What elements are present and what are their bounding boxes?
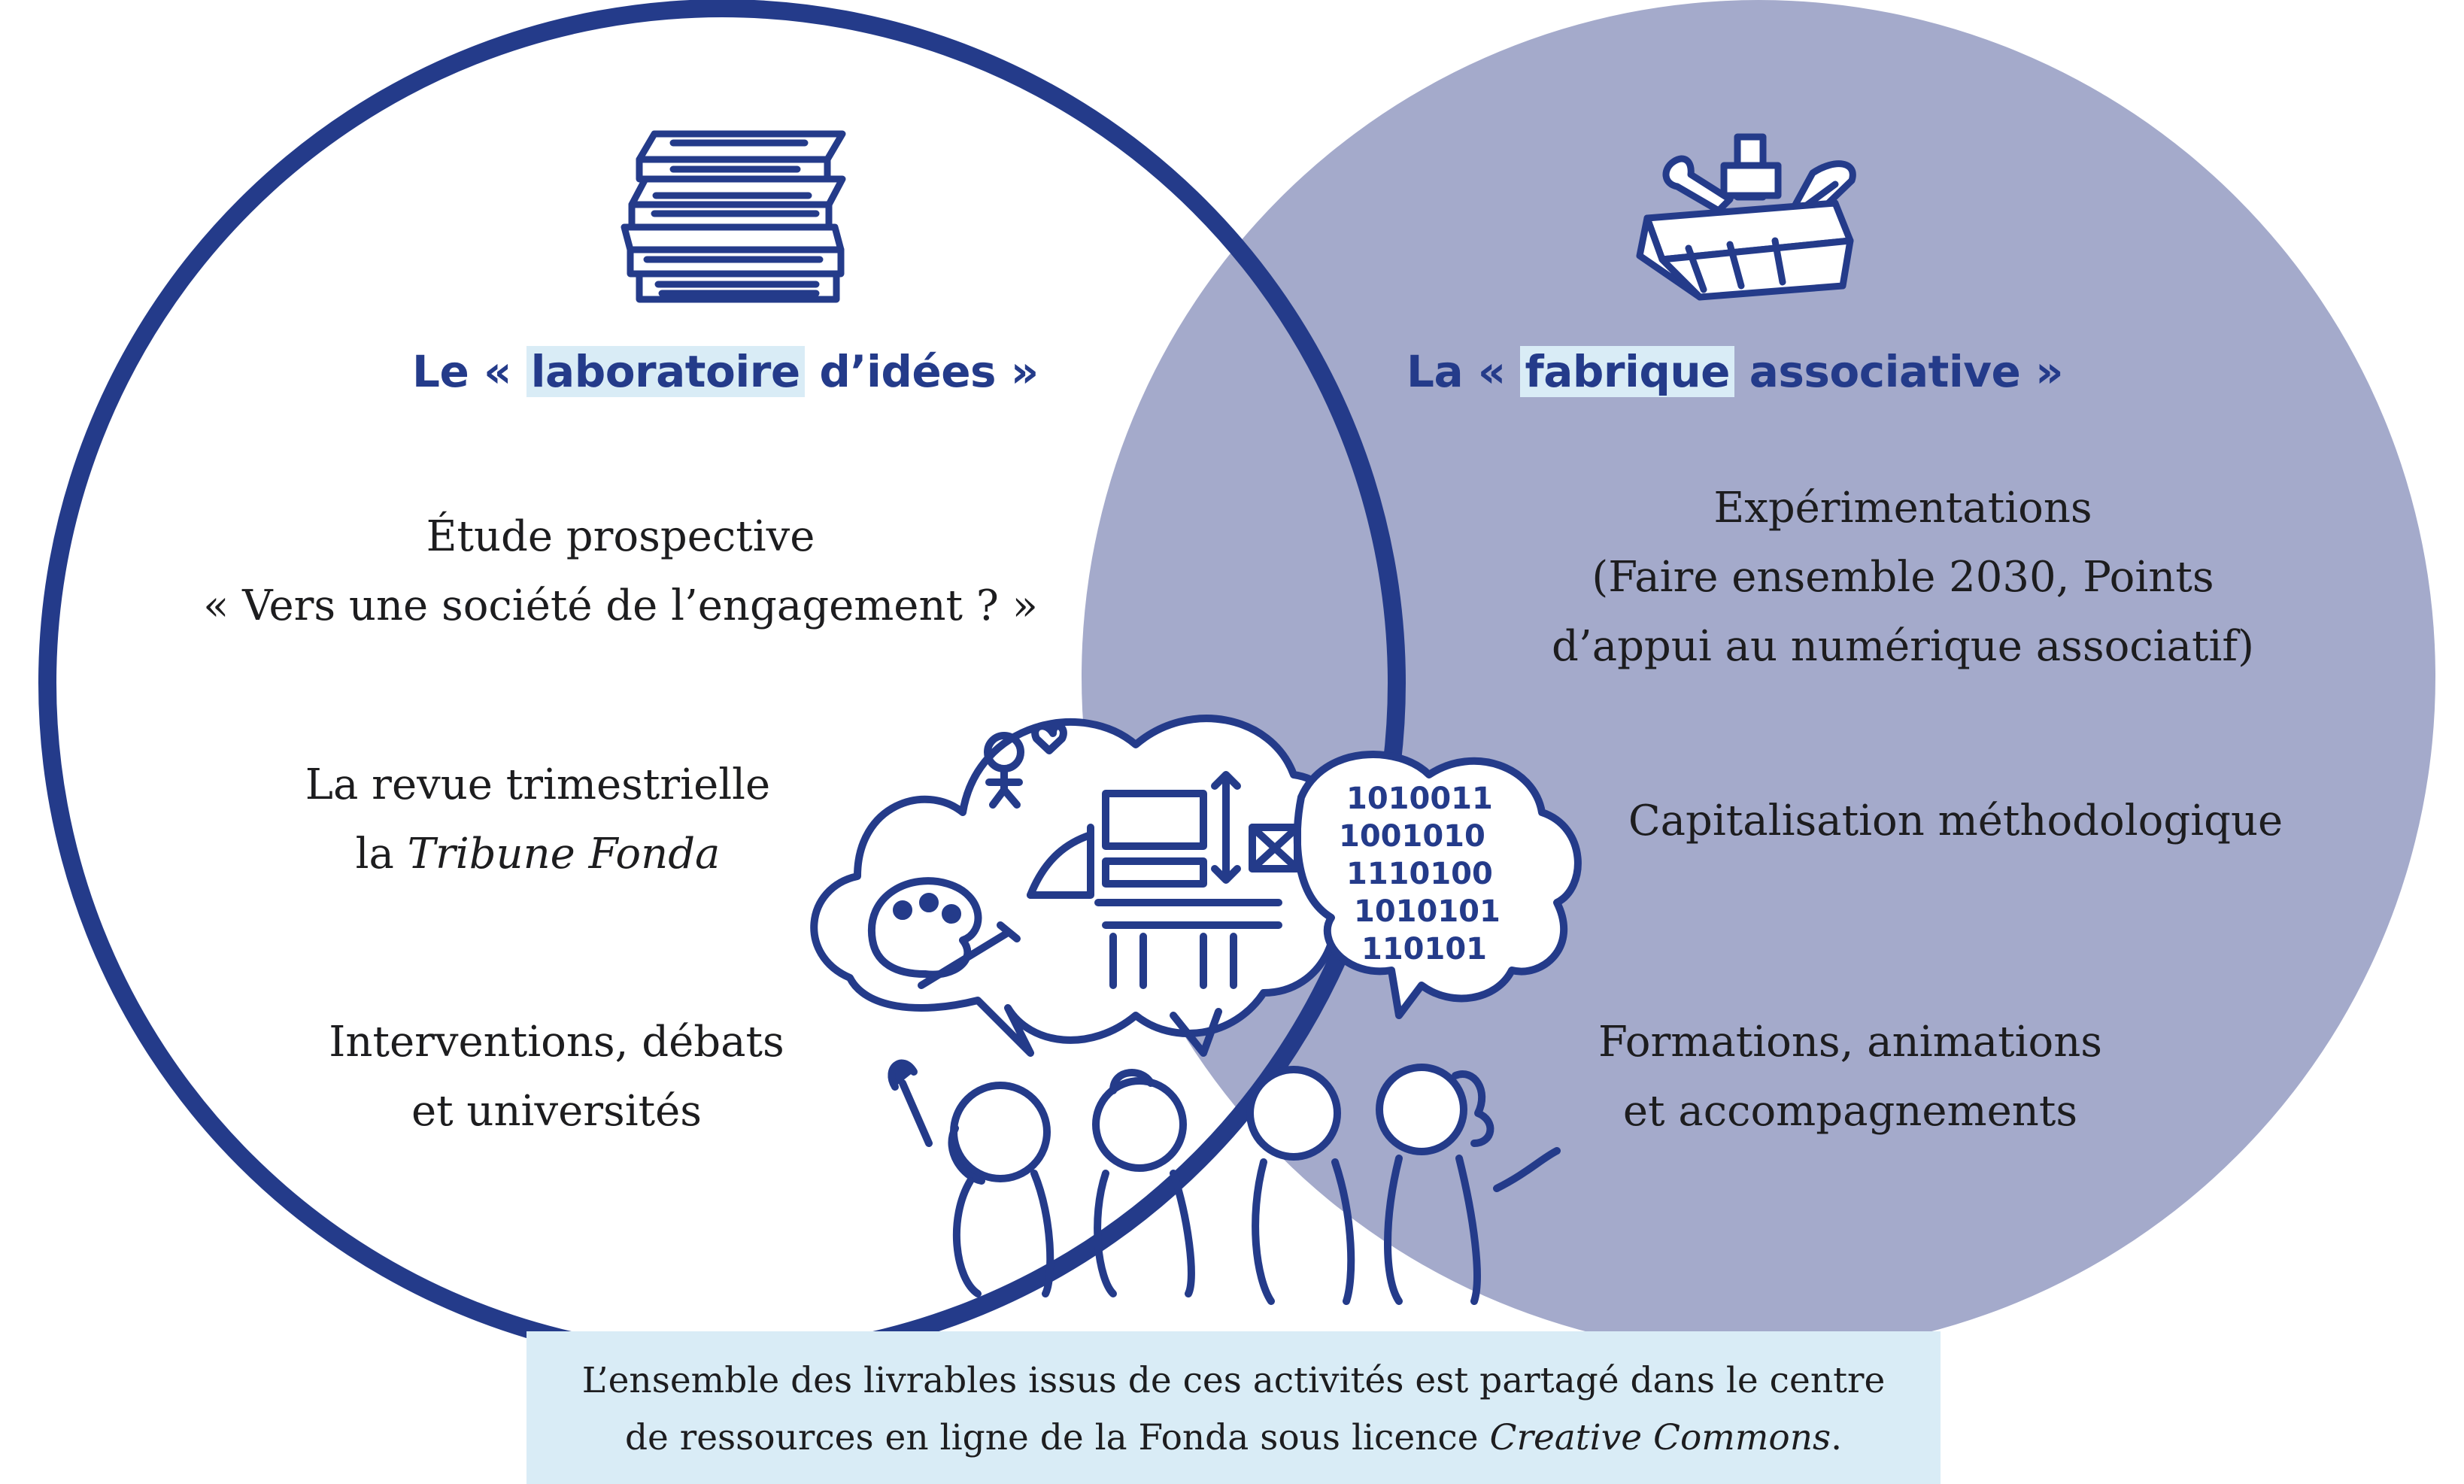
left-title-highlight: laboratoire: [526, 346, 805, 397]
svg-text:1001010: 1001010: [1339, 819, 1485, 854]
svg-text:1010101: 1010101: [1354, 894, 1501, 929]
left-item-interventions: Interventions, débats et universités: [293, 1008, 820, 1146]
left-item-revue-line1: La revue trimestrielle: [305, 760, 771, 809]
right-item-formations: Formations, animations et accompagnement…: [1564, 1008, 2136, 1146]
right-title-highlight: fabrique: [1520, 346, 1734, 397]
left-title-suffix: d’idées »: [819, 346, 1039, 397]
right-item-formations-line2: et accompagnements: [1622, 1087, 2078, 1136]
footer-note: L’ensemble des livrables issus de ces ac…: [526, 1331, 1941, 1484]
thought-bubble-illustration: [810, 715, 1582, 1057]
left-item-interventions-line2: et universités: [411, 1087, 702, 1136]
left-item-revue-line2: la Tribune Fonda: [248, 820, 827, 889]
toolbox-icon: [1636, 133, 1856, 301]
footer-line1: L’ensemble des livrables issus de ces ac…: [581, 1360, 1886, 1401]
left-title: Le « laboratoire d’idées »: [412, 346, 1039, 397]
binary-code-icon: 1010011 1001010 1110100 1010101 110101: [1339, 781, 1501, 967]
right-item-formations-line1: Formations, animations: [1598, 1018, 2103, 1067]
right-title-suffix: associative »: [1749, 346, 2064, 397]
left-item-interventions-line1: Interventions, débats: [329, 1018, 784, 1067]
books-icon: [621, 130, 846, 303]
right-item-capitalisation-line1: Capitalisation méthodologique: [1628, 797, 2283, 845]
svg-text:1010011: 1010011: [1346, 781, 1493, 816]
right-item-experimentations-line1: Expérimentations: [1713, 484, 2092, 533]
footer-line2-suffix: .: [1831, 1417, 1843, 1458]
left-item-revue-line2-italic: Tribune Fonda: [407, 830, 721, 879]
left-title-prefix: Le «: [412, 346, 511, 397]
left-item-etude-line2: « Vers une société de l’engagement ? »: [203, 581, 1038, 630]
right-item-experimentations-line3: d’appui au numérique associatif): [1552, 622, 2254, 671]
right-circle: [1082, 0, 2435, 1354]
footer-line2: de ressources en ligne de la Fonda sous …: [526, 1410, 1941, 1467]
left-item-etude: Étude prospective « Vers une société de …: [173, 502, 1068, 641]
left-item-revue: La revue trimestrielle la Tribune Fonda: [248, 751, 827, 889]
footer-line2-prefix: de ressources en ligne de la Fonda sous …: [624, 1417, 1490, 1458]
right-item-experimentations-line2: (Faire ensemble 2030, Points: [1592, 553, 2214, 602]
left-item-revue-line2-prefix: la: [355, 830, 408, 879]
svg-text:1110100: 1110100: [1346, 857, 1493, 891]
right-title-prefix: La «: [1406, 346, 1506, 397]
svg-text:110101: 110101: [1361, 932, 1487, 967]
people-illustration: [888, 1059, 1561, 1305]
footer-line2-italic: Creative Commons: [1489, 1417, 1831, 1458]
right-item-capitalisation: Capitalisation méthodologique: [1595, 787, 2317, 856]
right-item-experimentations: Expérimentations (Faire ensemble 2030, P…: [1512, 474, 2294, 681]
right-title: La « fabrique associative »: [1406, 346, 2064, 397]
left-item-etude-line1: Étude prospective: [426, 512, 815, 561]
